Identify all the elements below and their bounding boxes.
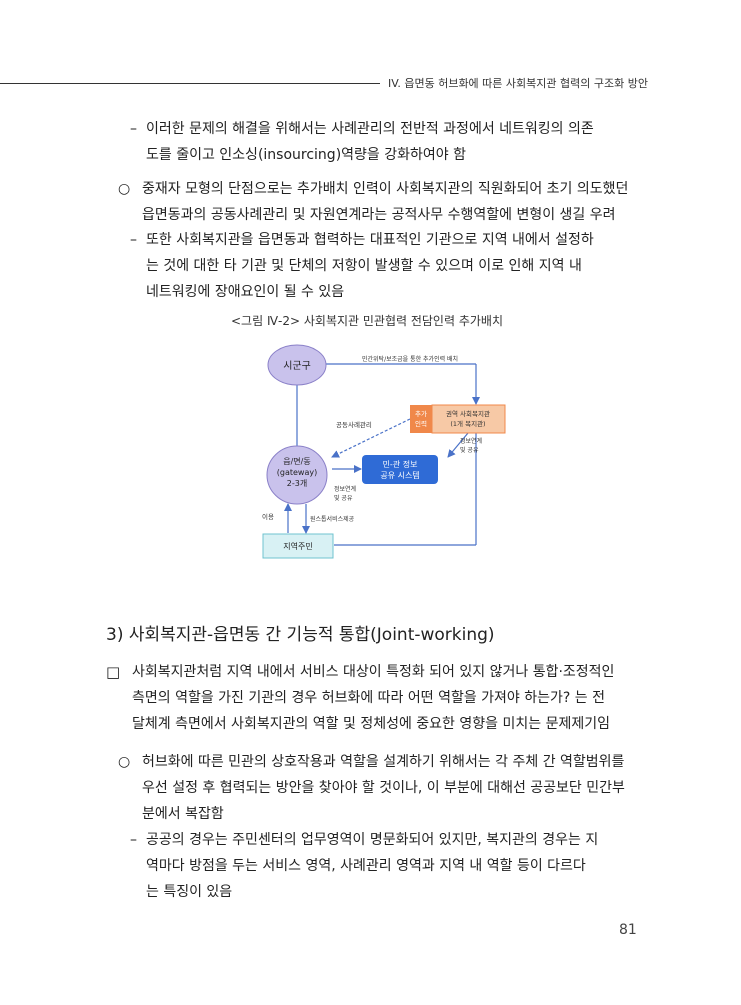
node-welfare-l2: (1개 복지관) xyxy=(450,419,485,428)
edge-service-label: 원스톱서비스제공 xyxy=(310,515,355,523)
node-welfare-tag-l1: 추가 xyxy=(415,409,427,418)
flow-diagram: 시군구 추가 인력 권역 사회복지관 (1개 복지관) 읍/면/동 (gatew… xyxy=(262,344,506,559)
node-welfare-l1: 권역 사회복지관 xyxy=(446,409,490,418)
section-title: 3) 사회복지관-읍면동 간 기능적 통합(Joint-working) xyxy=(106,625,495,645)
paragraph-line: 달체계 측면에서 사회복지관의 역할 및 정체성에 중요한 영향을 미치는 문제… xyxy=(132,716,610,732)
circle-bullet: ○ xyxy=(118,181,131,197)
paragraph-line: 이러한 문제의 해결을 위해서는 사례관리의 전반적 과정에서 네트워킹의 의존 xyxy=(146,121,594,137)
edge-top-label: 민간위탁/보조금을 통한 추가인력 배치 xyxy=(362,355,458,363)
node-resident-label: 지역주민 xyxy=(283,541,312,551)
node-eup-l3: 2-3개 xyxy=(287,478,307,488)
paragraph-line: 는 특징이 있음 xyxy=(146,884,233,900)
node-system-l2: 공유 시스템 xyxy=(380,470,419,480)
edge-info-right-l2: 및 공유 xyxy=(460,447,479,454)
paragraph-line: 또한 사회복지관을 읍면동과 협력하는 대표적인 기관으로 지역 내에서 설정하 xyxy=(146,232,594,248)
paragraph-line: 는 것에 대한 타 기관 및 단체의 저항이 발생할 수 있으며 이로 인해 지… xyxy=(146,258,582,274)
node-eupmyeondong xyxy=(266,445,328,505)
paragraph-line: 측면의 역할을 가진 기관의 경우 허브화에 따라 어떤 역할을 가져야 하는가… xyxy=(132,690,605,706)
paragraph-line: 네트워킹에 장애요인이 될 수 있음 xyxy=(146,284,345,300)
node-eup-l2: (gateway) xyxy=(277,468,317,477)
node-system xyxy=(362,455,438,484)
square-bullet: □ xyxy=(106,663,121,681)
paragraph-line: 도를 줄이고 인소싱(insourcing)역량을 강화하여야 함 xyxy=(146,147,466,163)
edge-info-mid-l1: 정보연계 xyxy=(334,485,356,493)
edge-case xyxy=(331,418,411,458)
running-title: IV. 읍면동 허브화에 따른 사회복지관 협력의 구조화 방안 xyxy=(388,77,648,90)
node-resident xyxy=(262,533,334,559)
edge-info-right-l1: 정보연계 xyxy=(460,437,482,445)
dash-bullet: – xyxy=(130,832,137,848)
node-welfare xyxy=(431,404,506,434)
node-welfare-tag xyxy=(410,405,432,433)
node-eup-l1: 읍/면/동 xyxy=(283,456,310,466)
paragraph-line: 중재자 모형의 단점으로는 추가배치 인력이 사회복지관의 직원화되어 초기 의… xyxy=(142,181,629,197)
edge-use-label: 이용 xyxy=(262,512,274,521)
paragraph-line: 읍면동과의 공동사례관리 및 자원연계라는 공적사무 수행역할에 변형이 생길 … xyxy=(142,207,616,223)
node-sigungu-label: 시군구 xyxy=(283,360,311,372)
paragraph-line: 사회복지관처럼 지역 내에서 서비스 대상이 특정화 되어 있지 않거나 통합·… xyxy=(132,664,615,680)
paragraph-line: 우선 설정 후 협력되는 방안을 찾아야 할 것이나, 이 부분에 대해선 공공… xyxy=(142,780,625,796)
node-welfare-tag-l2: 인력 xyxy=(415,419,427,428)
edge-info-mid-l2: 및 공유 xyxy=(334,495,353,502)
paragraph-line: 역마다 방점을 두는 서비스 영역, 사례관리 영역과 지역 내 역할 등이 다… xyxy=(146,858,586,874)
dash-bullet: – xyxy=(130,121,137,137)
header-rule xyxy=(0,83,380,84)
paragraph-line: 분에서 복잡함 xyxy=(142,806,224,822)
page-number: 81 xyxy=(619,922,637,938)
paragraph-line: 공공의 경우는 주민센터의 업무영역이 명문화되어 있지만, 복지관의 경우는 … xyxy=(146,832,599,848)
circle-bullet: ○ xyxy=(118,754,131,770)
figure-caption: <그림 Ⅳ-2> 사회복지관 민관협력 전담인력 추가배치 xyxy=(231,314,503,328)
dash-bullet: – xyxy=(130,232,137,248)
edge-case-label: 공동사례관리 xyxy=(336,420,372,429)
node-system-l1: 민-관 정보 xyxy=(383,459,418,469)
paragraph-line: 허브화에 따른 민관의 상호작용과 역할을 설계하기 위해서는 각 주체 간 역… xyxy=(142,754,625,770)
edge-welfare-system xyxy=(447,432,469,458)
node-sigungu xyxy=(267,344,327,386)
